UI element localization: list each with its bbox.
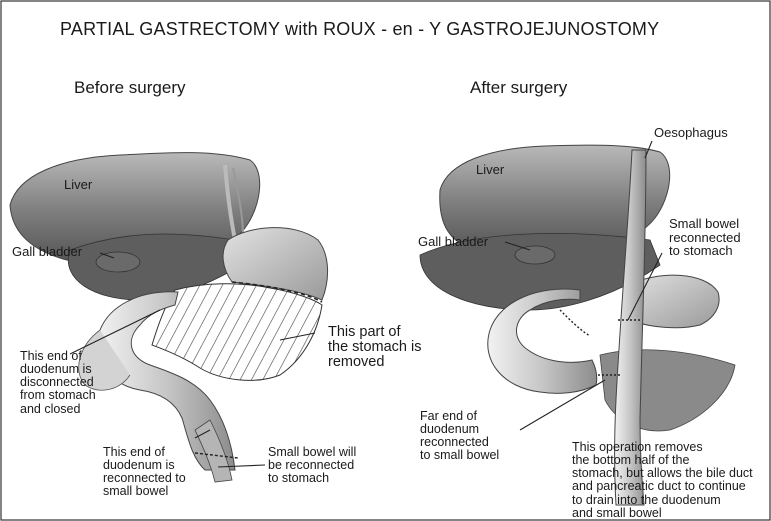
small-bowel-stomach-label: Small bowel reconnected to stomach: [669, 217, 741, 258]
duodenum-reconnected-label: This end of duodenum is reconnected to s…: [103, 446, 186, 499]
operation-note: This operation removes the bottom half o…: [572, 441, 753, 520]
gall-bladder-before: [96, 252, 140, 272]
stomach-removed-label: This part of the stomach is removed: [328, 325, 422, 371]
before-heading: Before surgery: [74, 79, 186, 97]
small-bowel-reconnect-label: Small bowel will be reconnected to stoma…: [268, 446, 356, 485]
liver-label-after: Liver: [476, 163, 504, 177]
liver-label-before: Liver: [64, 178, 92, 192]
gall-bladder-label-before: Gall bladder: [12, 245, 82, 259]
before-illustration: [10, 153, 328, 482]
stomach-removed-hatched: [152, 284, 322, 381]
duodenum-closed-label: This end of duodenum is disconnected fro…: [20, 350, 96, 416]
gall-bladder-label-after: Gall bladder: [418, 235, 488, 249]
far-end-label: Far end of duodenum reconnected to small…: [420, 410, 499, 463]
gall-bladder-after: [515, 246, 555, 264]
after-heading: After surgery: [470, 79, 567, 97]
diagram-title: PARTIAL GASTRECTOMY with ROUX - en - Y G…: [60, 20, 659, 39]
oesophagus-label: Oesophagus: [654, 126, 728, 140]
